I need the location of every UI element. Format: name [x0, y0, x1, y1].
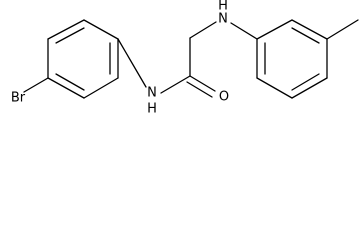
bond: [47, 77, 85, 99]
carbonyl-double-bond: [189, 75, 216, 92]
bond-ring-to-amide-n: [117, 38, 147, 88]
bromine-label: Br: [11, 91, 26, 106]
amine-hydrogen-label: H: [218, 0, 228, 14]
bond-to-methyl: [326, 19, 359, 40]
bond: [83, 77, 119, 99]
bond: [256, 77, 293, 99]
carbonyl-oxygen-label: O: [219, 90, 229, 105]
double-bond-inner: [291, 27, 320, 44]
amine-nitrogen-label: N: [218, 12, 228, 27]
double-bond-inner: [291, 73, 320, 91]
bond-ch2-to-amine-n: [189, 21, 217, 39]
bond: [256, 19, 293, 40]
amide-hydrogen-label: H: [147, 102, 157, 117]
bond-amine-n-to-ring: [230, 22, 258, 40]
bond: [291, 77, 328, 99]
bond-to-bromine: [23, 77, 49, 93]
amide-nitrogen-label: N: [147, 86, 157, 101]
methylphenyl-ring: [256, 19, 328, 99]
carbonyl-double-bond: [186, 81, 213, 98]
double-bond-inner: [55, 73, 85, 91]
double-bond-inner: [55, 27, 85, 44]
bromophenyl-ring: [47, 19, 119, 99]
bond: [47, 19, 85, 40]
bond: [291, 19, 328, 40]
bond-n-to-carbonyl: [160, 75, 191, 94]
bond: [83, 19, 119, 40]
structure-diagram: Br N H O N H: [11, 0, 359, 117]
